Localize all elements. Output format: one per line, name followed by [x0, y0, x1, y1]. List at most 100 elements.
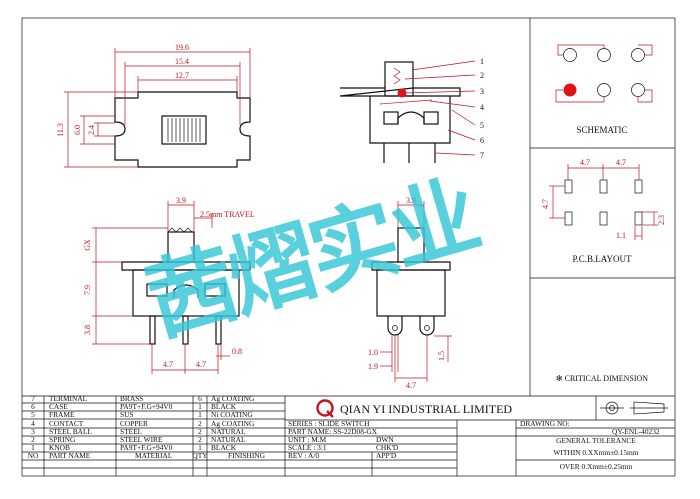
- part-row-7-finishing: Ag COATING: [211, 394, 255, 403]
- dim-side-pin-2: 1.9: [368, 362, 378, 371]
- part-row-4-material: COPPER: [120, 419, 148, 428]
- parts-header-finishing: FINISHING: [228, 451, 266, 460]
- dim-front-pin-len: 3.8: [83, 325, 92, 335]
- scale: SCALE : 3:1: [288, 443, 327, 452]
- part-row-5-qty: 1: [198, 410, 202, 419]
- drawing-no: QY-ENL-40232: [612, 427, 660, 436]
- front-window-right: [204, 283, 226, 297]
- front-bridge: [173, 284, 199, 298]
- pcb-pitch-1: 4.7: [580, 158, 590, 167]
- section-slot-left: [383, 111, 399, 125]
- chkd-label: CHK'D: [376, 443, 399, 452]
- part-name: PART NAME: SS-22D08-GX: [288, 427, 378, 436]
- parts-header-material: MATERIAL: [135, 451, 173, 460]
- callout-6: 6: [480, 136, 484, 145]
- part-row-5-finishing: Ni COATING: [211, 410, 253, 419]
- dim-front-pin-width: 0.8: [232, 347, 242, 356]
- rev: REV : A/0: [288, 451, 319, 460]
- dim-top-height-mid: 6.0: [73, 125, 82, 135]
- front-frame: [121, 261, 251, 271]
- dim-front-height-body: 7.9: [83, 285, 92, 295]
- dim-front-pitch-right: 4.7: [196, 360, 206, 369]
- schematic-label: SCHEMATIC: [576, 125, 627, 135]
- part-row-1-name: KNOB: [49, 443, 70, 452]
- watermark: 茜熠实业: [136, 163, 488, 355]
- part-row-4-finishing: Ag COATING: [211, 419, 255, 428]
- dim-side-pitch: 4.7: [406, 381, 416, 390]
- callout-2: 2: [480, 71, 484, 80]
- part-row-1-qty: 1: [198, 443, 202, 452]
- parts-header-no: NO: [28, 451, 39, 460]
- dim-side-knob-offset: 3.9: [406, 196, 416, 205]
- dwn-label: DWN: [376, 435, 394, 444]
- dim-front-pitch-left: 4.7: [163, 360, 173, 369]
- side-case: [376, 269, 446, 317]
- callout-5: 5: [480, 121, 484, 130]
- front-view: 3.9 2.5mm TRAVEL GX 7.9 3.8 4.7 4.7 0.8: [83, 196, 255, 374]
- front-pin-2: [182, 315, 189, 345]
- side-view: 3.9 1.0 1.9 4.7 1.5: [368, 196, 452, 390]
- part-row-4-no: 4: [31, 419, 35, 428]
- part-row-3-material: STEEL: [120, 427, 143, 436]
- dim-top-height-inner: 2.4: [87, 125, 96, 135]
- callout-4: 4: [480, 103, 484, 112]
- part-row-2-name: SPRING: [49, 435, 76, 444]
- parts-header-name: PART NAME: [49, 451, 91, 460]
- section-spring: [393, 67, 401, 85]
- part-row-6-name: CASE: [49, 402, 68, 411]
- part-row-5-no: 5: [31, 410, 35, 419]
- company-name: QIAN YI INDUSTRIAL LIMITED: [340, 402, 512, 416]
- tolerance-within: WITHIN 0.XXmm±0.15mm: [553, 448, 638, 457]
- part-row-6-material: PA9T+F.G+94V0: [120, 402, 173, 411]
- part-row-1-no: 1: [31, 443, 35, 452]
- part-row-4-qty: 2: [198, 419, 202, 428]
- pcb-row-spacing: 4.7: [541, 199, 550, 209]
- part-row-2-material: STEEL WIRE: [120, 435, 163, 444]
- pcb-pad-height: 2.3: [657, 215, 666, 225]
- pcb-label: P.C.B.LAYOUT: [573, 254, 632, 264]
- knob-grip: [167, 118, 201, 142]
- callout-3: 3: [480, 87, 484, 96]
- sheet-border: [21, 17, 676, 477]
- top-view: 19.6 15.4 12.7 11.3 6.0 2.4: [56, 43, 251, 168]
- part-row-3-qty: 2: [198, 427, 202, 436]
- dim-top-height-outer: 11.3: [56, 123, 65, 137]
- tolerance-over: OVER 0.Xmm±0.25mm: [560, 462, 633, 471]
- dim-top-width-outer: 19.6: [175, 43, 189, 52]
- section-view: 1 2 3 4 5 6 7: [339, 57, 484, 163]
- general-tolerance: GENERAL TOLERANCE: [556, 436, 636, 445]
- section-steel-ball: [397, 88, 407, 98]
- front-pin-1: [149, 315, 156, 345]
- critical-dimension-note: ✻ CRITICAL DIMENSION: [556, 374, 648, 383]
- side-frame: [371, 261, 451, 271]
- front-knob-teeth: [167, 227, 193, 233]
- schematic: SCHEMATIC: [555, 44, 653, 135]
- drawing-no-label: DRAWING NO:: [520, 419, 570, 428]
- part-row-3-no: 3: [31, 427, 35, 436]
- front-pin-3: [215, 315, 222, 345]
- part-row-2-qty: 2: [198, 435, 202, 444]
- side-pin-left: [387, 316, 403, 336]
- series: SERIES : SLIDE SWITCH: [288, 419, 370, 428]
- part-row-6-no: 6: [31, 402, 35, 411]
- dim-side-pin-len: 1.5: [437, 351, 446, 361]
- part-row-1-material: PA9T+F.G+94V0: [120, 443, 173, 452]
- part-row-2-no: 2: [31, 435, 35, 444]
- section-contact: [379, 99, 433, 105]
- part-row-4-name: CONTACT: [49, 419, 84, 428]
- title-block: 7 TERMINAL BRASS 6 Ag COATING 6 CASE PA9…: [22, 394, 675, 476]
- projection-symbol-icon: [600, 401, 668, 415]
- pcb-pad-width: 1.1: [616, 231, 626, 240]
- dim-side-pin-1: 1.0: [368, 348, 378, 357]
- top-view-outline: [114, 91, 251, 168]
- part-row-6-qty: 1: [198, 402, 202, 411]
- dim-front-height-gx: GX: [83, 239, 92, 251]
- callout-1: 1: [480, 57, 484, 66]
- section-frame-top: [339, 87, 461, 97]
- callout-7: 7: [480, 151, 484, 160]
- dim-top-width-mid: 15.4: [175, 57, 189, 66]
- side-pin-right: [419, 316, 435, 336]
- part-row-7-qty: 6: [198, 394, 202, 403]
- part-row-5-name: FRAME: [49, 410, 75, 419]
